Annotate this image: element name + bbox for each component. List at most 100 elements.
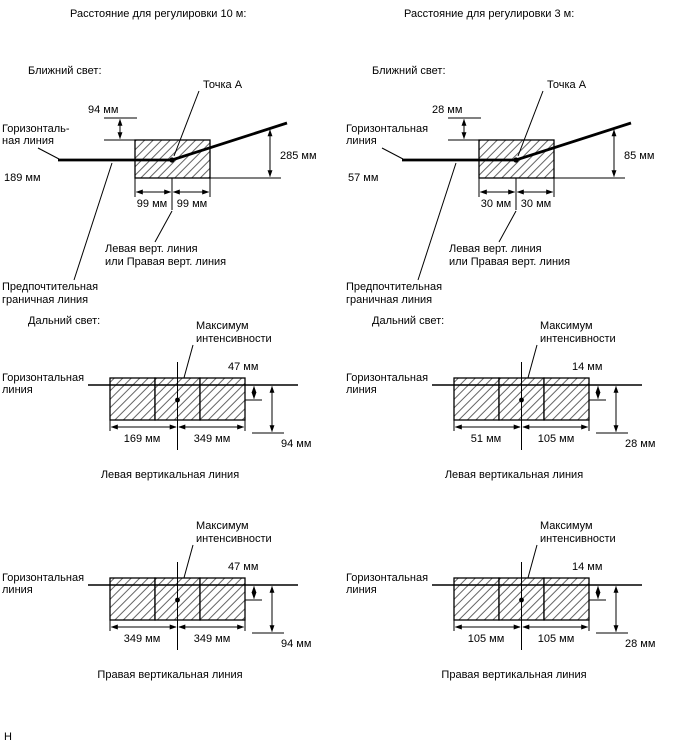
max-intensity-label-1: Максимум — [196, 520, 249, 532]
high-beam-section-label: Дальний свет: — [28, 315, 100, 327]
beam-zone-box-right — [543, 577, 590, 621]
dim-bottom-right-value: 105 мм — [538, 433, 575, 445]
point-a-dot — [513, 157, 519, 163]
high-beam-left-diagram: Дальний свет: Максимум интенсивности Гор… — [2, 315, 311, 481]
low-beam-diagram: Ближний свет: 94 мм Точка A Горизонталь-… — [2, 65, 317, 306]
dim-top-value: 94 мм — [88, 104, 118, 116]
vertical-line-leader — [154, 210, 173, 243]
beam-zone-box-left — [109, 577, 156, 621]
horizontal-line-leader — [381, 147, 404, 160]
horizontal-line-label-1: Горизонталь- — [2, 123, 70, 135]
cutoff-label-2: граничная линия — [346, 294, 432, 306]
point-a-label: Точка A — [547, 79, 587, 91]
dim-top — [448, 117, 481, 141]
cutoff-label-2: граничная линия — [2, 294, 88, 306]
vertical-line-label-1: Левая верт. линия — [449, 243, 542, 255]
beam-zone-box-right — [543, 377, 590, 421]
dim-bottom-left-value: 99 мм — [137, 198, 167, 210]
column-10m: Расстояние для регулировки 10 м: Ближний… — [2, 8, 317, 681]
dim-top-value: 14 мм — [572, 361, 602, 373]
dim-top — [245, 385, 262, 401]
horizontal-line-label-1: Горизонтальная — [2, 372, 84, 384]
dim-bottom-left-value: 169 мм — [124, 433, 161, 445]
beam-zone-box-left — [109, 377, 156, 421]
dim-right-value: 94 мм — [281, 638, 311, 650]
dim-bottom-right-value: 30 мм — [521, 198, 551, 210]
vertical-line-label: Правая вертикальная линия — [97, 669, 242, 681]
point-a-leader — [517, 90, 544, 157]
dim-top-value: 14 мм — [572, 561, 602, 573]
dim-bottom — [109, 420, 246, 431]
max-intensity-dot — [175, 397, 180, 403]
vertical-line-label-2: или Правая верт. линия — [105, 256, 226, 268]
horizontal-line-label-2: линия — [2, 584, 33, 596]
high-beam-left-diagram: Дальний свет: Максимум интенсивности Гор… — [346, 315, 655, 481]
dim-left-value: 57 мм — [348, 172, 378, 184]
column-header-3m: Расстояние для регулировки 3 м: — [404, 8, 575, 20]
dim-top — [589, 385, 606, 401]
low-beam-diagram: Ближний свет: 28 мм Точка A Горизонтальн… — [346, 65, 654, 306]
beam-zone-box-left — [453, 577, 500, 621]
dim-top-value: 28 мм — [432, 104, 462, 116]
point-a-dot — [169, 157, 175, 163]
dim-bottom — [134, 178, 211, 210]
point-a-leader — [173, 90, 200, 157]
column-header-10m: Расстояние для регулировки 10 м: — [70, 8, 247, 20]
dim-top-value: 47 мм — [228, 361, 258, 373]
max-intensity-label-1: Максимум — [196, 320, 249, 332]
horizontal-line-label-1: Горизонтальная — [346, 572, 428, 584]
beam-zone-box-right — [199, 377, 246, 421]
point-a-label: Точка A — [203, 79, 243, 91]
horizontal-line-label-2: ная линия — [2, 135, 54, 147]
dim-bottom — [478, 178, 555, 210]
max-intensity-label-1: Максимум — [540, 320, 593, 332]
horizontal-line-label-2: линия — [2, 384, 33, 396]
high-beam-section-label: Дальний свет: — [372, 315, 444, 327]
dim-bottom-right-value: 349 мм — [194, 633, 231, 645]
dim-bottom-left-value: 105 мм — [468, 633, 505, 645]
vertical-line-label-2: или Правая верт. линия — [449, 256, 570, 268]
vertical-line-label-1: Левая верт. линия — [105, 243, 198, 255]
dim-right — [596, 585, 628, 634]
low-beam-section-label: Ближний свет: — [372, 65, 446, 77]
column-3m: Расстояние для регулировки 3 м: Ближний … — [344, 0, 688, 755]
dim-bottom — [453, 420, 590, 431]
dim-right — [210, 129, 281, 179]
horizontal-line-label-2: линия — [346, 135, 377, 147]
dim-right-value: 94 мм — [281, 438, 311, 450]
cutoff-label-1: Предпочтительная — [346, 281, 442, 293]
high-beam-right-diagram: Максимум интенсивности Горизонтальная ли… — [2, 520, 311, 681]
max-intensity-label-2: интенсивности — [196, 333, 272, 345]
max-intensity-label-2: интенсивности — [196, 533, 272, 545]
vertical-line-label: Правая вертикальная линия — [441, 669, 586, 681]
dim-right-value: 28 мм — [625, 438, 655, 450]
max-intensity-label-2: интенсивности — [540, 533, 616, 545]
dim-right-value: 285 мм — [280, 150, 317, 162]
low-beam-section-label: Ближний свет: — [28, 65, 102, 77]
dim-right — [596, 385, 628, 434]
dim-bottom-left-value: 51 мм — [471, 433, 501, 445]
max-intensity-label-1: Максимум — [540, 520, 593, 532]
dim-bottom-left-value: 349 мм — [124, 633, 161, 645]
dim-bottom — [109, 620, 246, 631]
beam-zone-box-left — [453, 377, 500, 421]
max-intensity-dot — [519, 397, 524, 403]
max-intensity-dot — [519, 597, 524, 603]
dim-right-value: 28 мм — [625, 638, 655, 650]
dim-right — [252, 385, 284, 434]
dim-right — [554, 129, 625, 179]
high-beam-right-diagram: Максимум интенсивности Горизонтальная ли… — [346, 520, 655, 681]
dim-top — [104, 117, 137, 141]
horizontal-line-label-2: линия — [346, 584, 377, 596]
dim-bottom-left-value: 30 мм — [481, 198, 511, 210]
horizontal-line-label-1: Горизонтальная — [2, 572, 84, 584]
dim-bottom-right-value: 105 мм — [538, 633, 575, 645]
dim-left-value: 189 мм — [4, 172, 41, 184]
dim-top — [245, 585, 262, 601]
dim-bottom-right-value: 99 мм — [177, 198, 207, 210]
horizontal-line-leader — [37, 147, 60, 160]
dim-right — [252, 585, 284, 634]
vertical-line-leader — [498, 210, 517, 243]
dim-top — [589, 585, 606, 601]
vertical-line-label: Левая вертикальная линия — [101, 469, 239, 481]
